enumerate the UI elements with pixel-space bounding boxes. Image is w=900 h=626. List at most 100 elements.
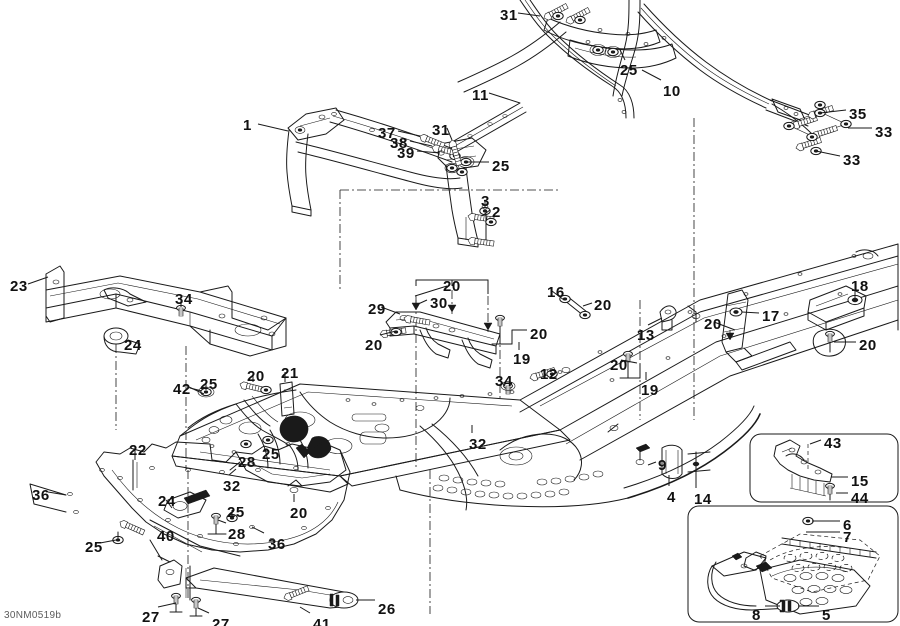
callout-36: 36 xyxy=(268,536,286,553)
leader-line-42 xyxy=(188,386,205,395)
leader-line-1 xyxy=(257,123,289,132)
leader-line-38 xyxy=(409,140,433,147)
callout-9: 9 xyxy=(658,457,667,474)
callout-31: 31 xyxy=(500,7,518,24)
front-cross-bracket-23 xyxy=(45,265,287,430)
callout-35: 35 xyxy=(849,106,867,123)
belly-pan-assembly xyxy=(29,435,351,557)
callout-34: 34 xyxy=(175,291,193,308)
leader-line-31 xyxy=(517,12,541,17)
leader-line-36 xyxy=(251,526,265,534)
callout-20: 20 xyxy=(704,316,722,333)
leader-line-43 xyxy=(809,439,822,445)
callout-29: 29 xyxy=(368,301,386,318)
front-support-frame xyxy=(286,107,560,290)
leader-line-37 xyxy=(397,130,421,137)
callout-7: 7 xyxy=(843,529,852,546)
callout-19: 19 xyxy=(513,351,531,368)
callout-25: 25 xyxy=(262,446,280,463)
callout-41: 41 xyxy=(313,616,331,626)
callout-24: 24 xyxy=(124,337,142,354)
callout-1: 1 xyxy=(243,117,252,134)
leader-line-20 xyxy=(713,321,736,331)
leader-line-25 xyxy=(619,49,626,61)
leader-line-39 xyxy=(416,150,441,154)
leader-line-34 xyxy=(499,379,506,387)
leader-line-9 xyxy=(647,461,657,466)
callout-21: 21 xyxy=(281,365,299,382)
callout-30: 30 xyxy=(430,295,448,312)
leader-line-32 xyxy=(228,468,237,476)
leader-line-20 xyxy=(620,359,638,364)
leader-line-20 xyxy=(379,330,397,336)
callout-33: 33 xyxy=(875,124,893,141)
callout-28: 28 xyxy=(228,526,246,543)
inset-box-running-board xyxy=(687,505,899,623)
callout-20: 20 xyxy=(530,326,548,343)
leader-line-30 xyxy=(415,299,428,306)
callout-25: 25 xyxy=(200,376,218,393)
callout-25: 25 xyxy=(227,504,245,521)
leader-line-36 xyxy=(47,491,67,496)
callout-36: 36 xyxy=(32,487,50,504)
leader-line-20 xyxy=(414,285,448,297)
leader-line-17 xyxy=(741,311,760,314)
callout-34: 34 xyxy=(495,373,513,390)
rear-cage-assembly xyxy=(457,0,773,119)
callout-17: 17 xyxy=(762,308,780,325)
callout-18: 18 xyxy=(851,278,869,295)
callout-13: 13 xyxy=(637,327,655,344)
callout-10: 10 xyxy=(663,83,681,100)
rear-small-parts xyxy=(607,423,711,479)
fasteners-center xyxy=(491,294,677,395)
callout-40: 40 xyxy=(157,528,175,545)
leader-line-11 xyxy=(488,92,521,104)
callout-5: 5 xyxy=(822,607,831,624)
callout-20: 20 xyxy=(247,368,265,385)
leader-line-13 xyxy=(647,317,663,326)
callout-44: 44 xyxy=(851,490,869,507)
inset-box-footrest-bracket xyxy=(749,433,899,503)
leader-line-25 xyxy=(99,539,117,544)
leader-line-20 xyxy=(582,302,593,307)
leader-line-2 xyxy=(481,209,491,217)
callout-43: 43 xyxy=(824,435,842,452)
callout-27: 27 xyxy=(142,609,160,626)
leader-line-10 xyxy=(641,69,662,81)
callout-42: 42 xyxy=(173,381,191,398)
callout-26: 26 xyxy=(378,601,396,618)
leader-line-35 xyxy=(819,109,847,114)
leader-line-31 xyxy=(446,127,453,141)
callout-38: 38 xyxy=(390,135,408,152)
callout-11: 11 xyxy=(472,87,489,104)
callout-20: 20 xyxy=(443,278,461,295)
callout-28: 28 xyxy=(238,454,256,471)
callout-27: 27 xyxy=(212,616,230,626)
callout-25: 25 xyxy=(492,158,510,175)
figure-part-code: 30NM0519b xyxy=(4,610,62,621)
leader-line-27 xyxy=(157,602,177,608)
hardware-group-upper-right xyxy=(783,100,852,156)
callout-20: 20 xyxy=(365,337,383,354)
leader-line-33 xyxy=(815,150,841,157)
leader-line-28 xyxy=(217,519,227,524)
cross-brace-29 xyxy=(379,279,501,369)
callout-2: 2 xyxy=(492,204,501,221)
leader-line-24 xyxy=(165,499,173,509)
callout-33: 33 xyxy=(843,152,861,169)
callout-15: 15 xyxy=(851,473,869,490)
callout-8: 8 xyxy=(752,607,761,624)
right-side-mounts xyxy=(687,249,879,371)
main-tunnel-chassis xyxy=(171,118,899,614)
callout-37: 37 xyxy=(378,125,396,142)
callout-23: 23 xyxy=(10,278,28,295)
callout-25: 25 xyxy=(85,539,103,556)
leader-line-41 xyxy=(299,606,311,614)
callout-12: 12 xyxy=(540,366,558,383)
callout-20: 20 xyxy=(594,297,612,314)
callout-16: 16 xyxy=(547,284,565,301)
callout-leader-lines xyxy=(27,12,872,614)
callout-32: 32 xyxy=(223,478,241,495)
callout-20: 20 xyxy=(290,505,308,522)
